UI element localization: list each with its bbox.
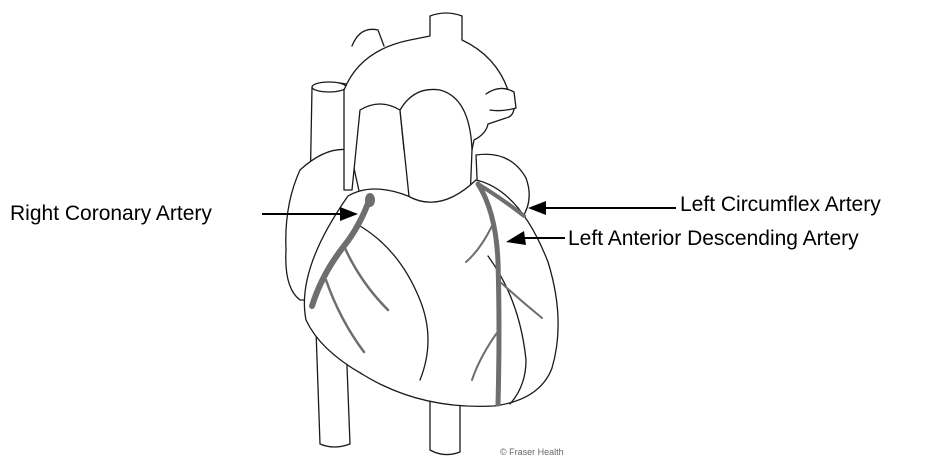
label-left-circumflex-artery: Left Circumflex Artery xyxy=(680,194,881,215)
lcx-pointer-arrowhead xyxy=(528,201,546,215)
label-right-coronary-artery: Right Coronary Artery xyxy=(10,203,212,224)
left-subclavian xyxy=(486,88,516,110)
brachiocephalic-trunk xyxy=(352,29,384,46)
label-left-anterior-descending-artery: Left Anterior Descending Artery xyxy=(568,228,859,249)
superior-vena-cava-opening xyxy=(312,82,346,92)
copyright-credit: © Fraser Health xyxy=(500,447,564,457)
right-coronary-ostium xyxy=(365,193,375,207)
